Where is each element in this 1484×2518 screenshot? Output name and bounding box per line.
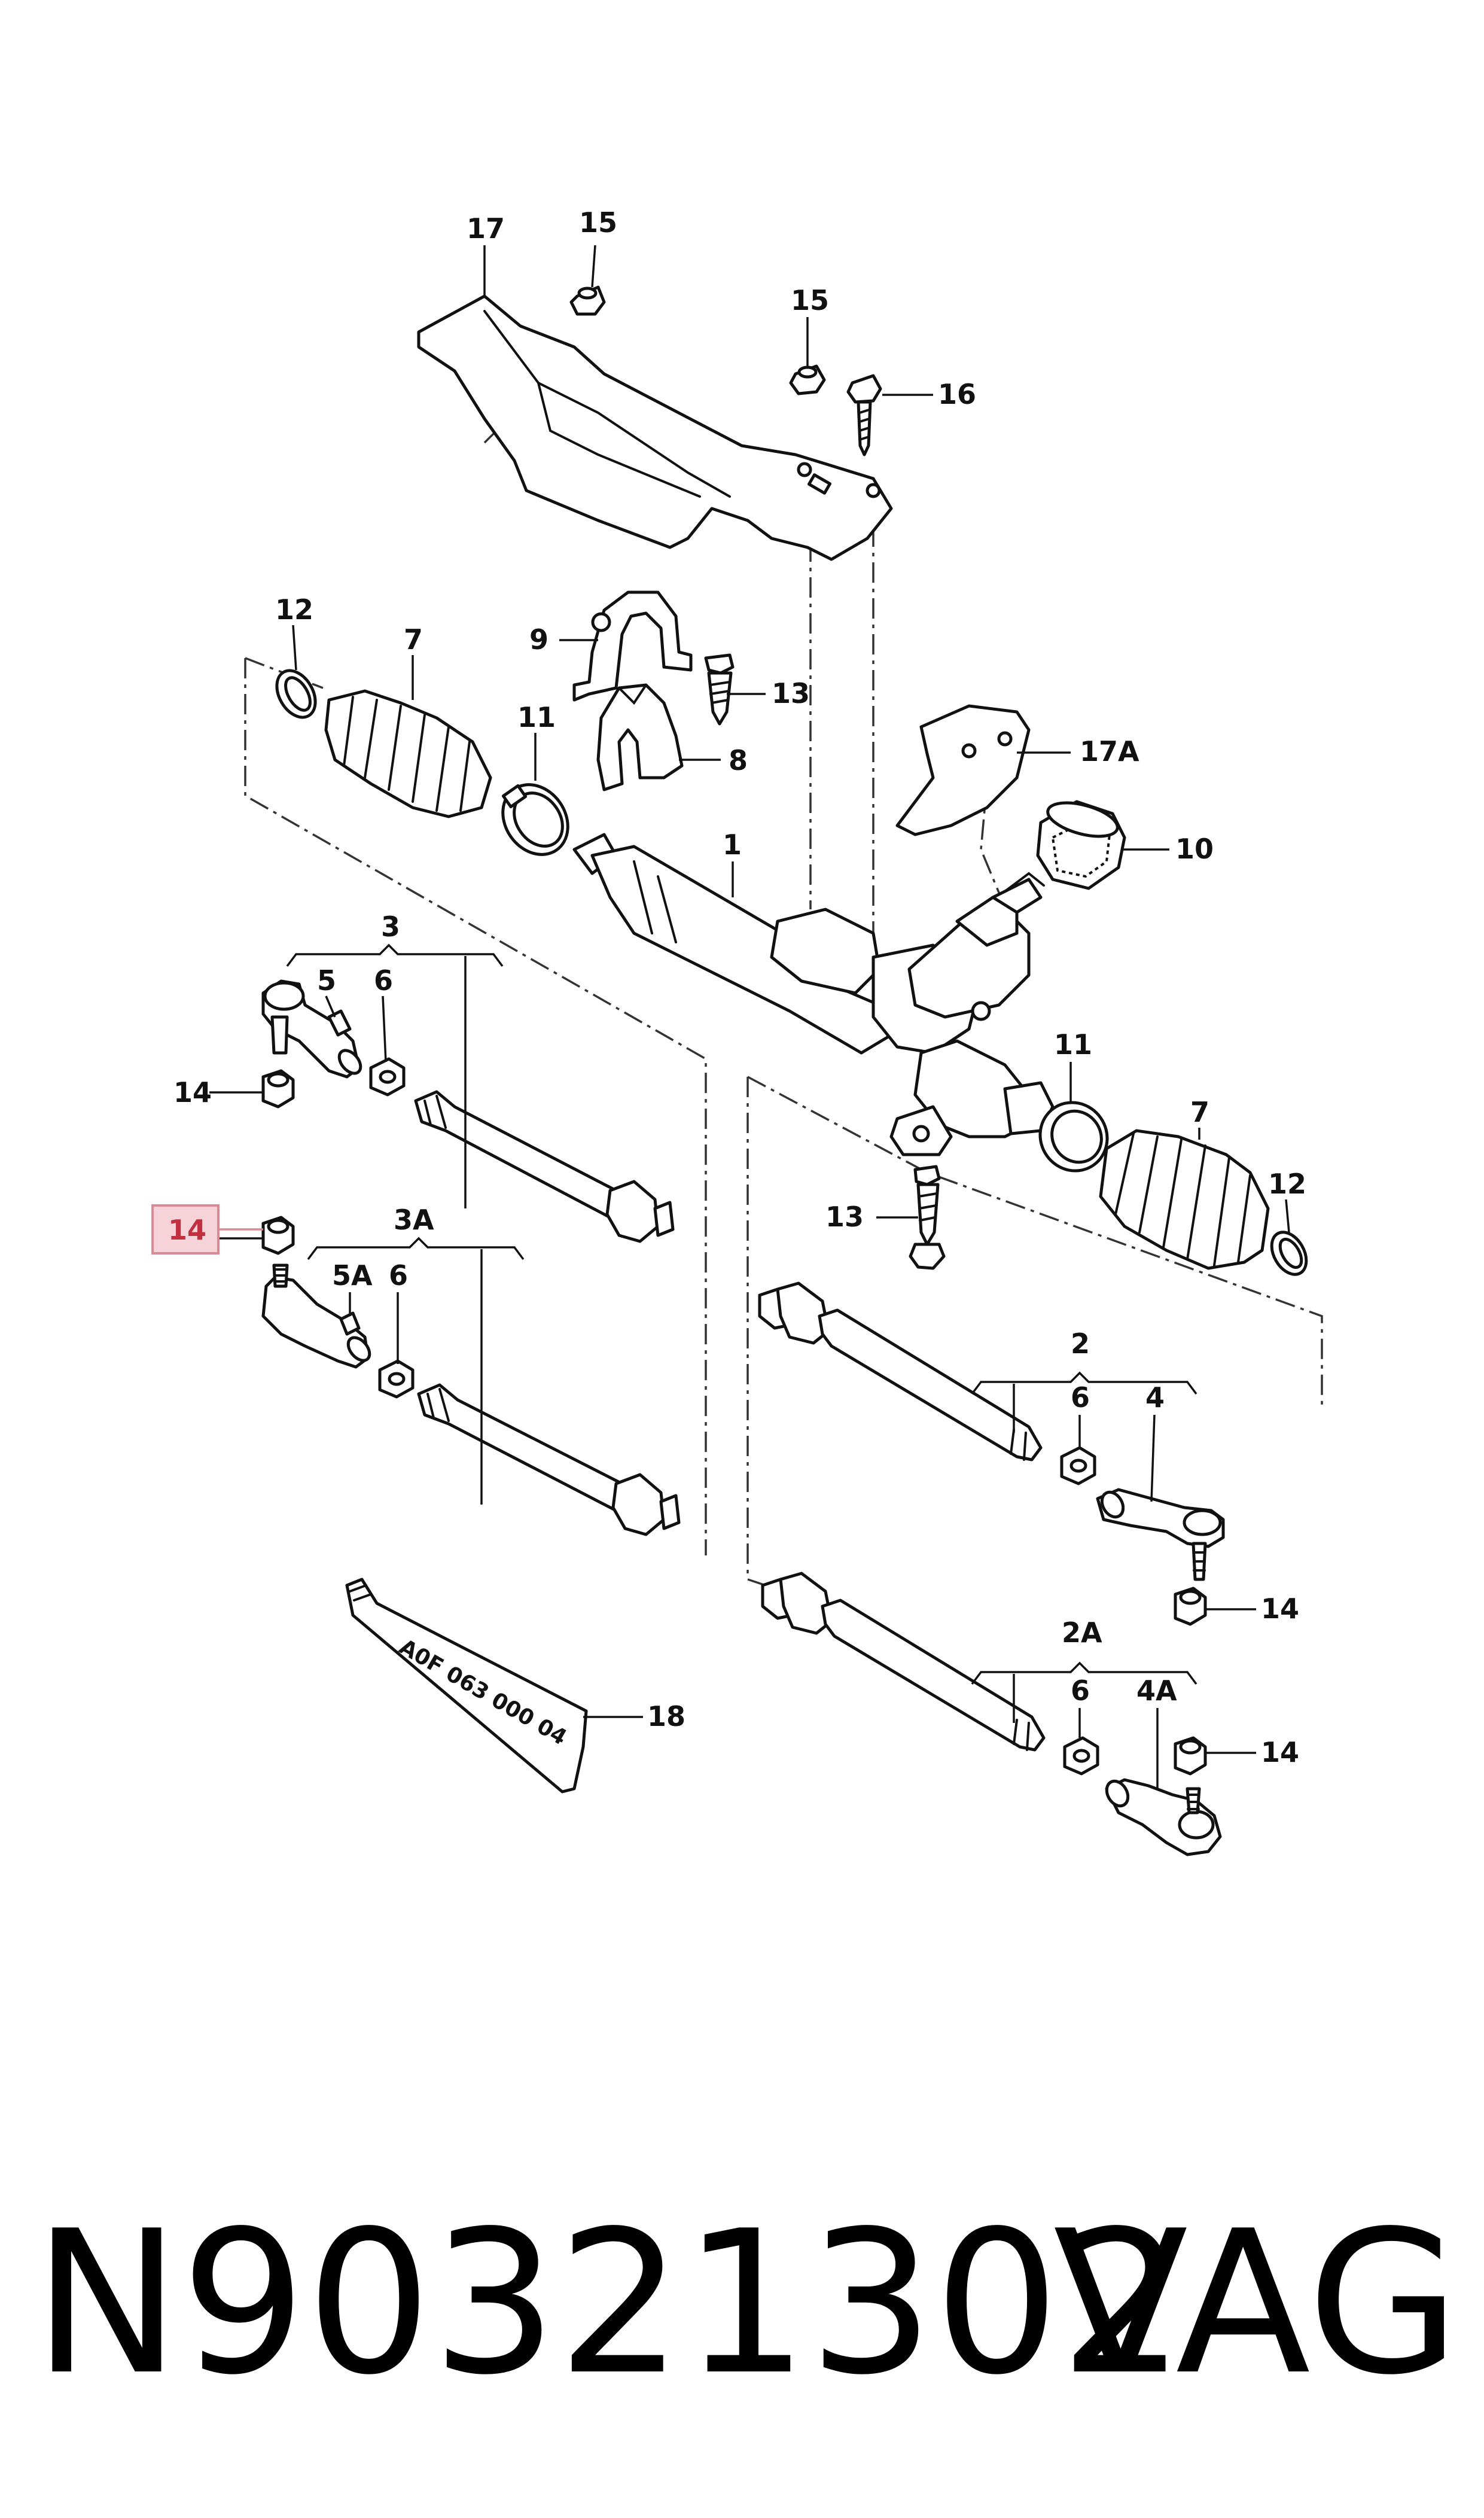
nut-6-group2A	[1063, 1736, 1099, 1776]
hose-clamp-11-right	[1038, 1101, 1109, 1173]
callout-6-group2A: 6	[1071, 1674, 1090, 1707]
tie-rod-end-5A	[261, 1263, 371, 1369]
hose-clamp-11-left	[501, 783, 569, 856]
tie-rod-end-4A	[1105, 1778, 1222, 1856]
bellows-boot-7-left	[324, 689, 492, 818]
bolt-16	[846, 374, 882, 456]
nut-6-group3	[369, 1057, 406, 1097]
inner-tie-rod-2	[758, 1281, 1043, 1462]
mesh-filter-10	[1036, 800, 1126, 890]
group-brackets	[286, 943, 1197, 1723]
callout-7-right: 7	[1190, 1096, 1209, 1128]
callout-4A: 4A	[1136, 1674, 1177, 1707]
callout-17: 17	[467, 212, 505, 245]
callout-6-group3: 6	[374, 964, 393, 997]
callout-18: 18	[647, 1700, 685, 1733]
callout-3: 3	[381, 911, 400, 943]
rubber-bushing-8	[596, 683, 684, 791]
callout-4: 4	[1145, 1381, 1165, 1414]
inner-tie-rod-3A	[417, 1383, 681, 1536]
tie-rod-end-4	[1096, 1488, 1225, 1581]
callout-3A: 3A	[394, 1204, 434, 1236]
nut-6-group2	[1060, 1446, 1096, 1485]
ring-12-left	[275, 669, 317, 719]
callout-17A: 17A	[1080, 735, 1139, 768]
nut-15-right	[789, 364, 826, 395]
callout-16: 16	[938, 378, 976, 410]
callout-6-group3A: 6	[389, 1259, 408, 1292]
callout-labels: 17 15 15 16 12 7 9 13 11 8 17A 10 1 3 5 …	[168, 206, 1306, 1768]
bracket-17A	[895, 704, 1031, 836]
steering-rack-exploded-diagram: A0F 063 000 04	[151, 206, 1323, 1856]
footer-caption: N90321302 VAG	[0, 2178, 1484, 2429]
callout-1: 1	[723, 829, 742, 861]
callout-13-lower: 13	[825, 1201, 864, 1233]
callout-13-upper: 13	[772, 677, 810, 710]
callout-10: 10	[1175, 833, 1214, 865]
nut-14-group2	[1174, 1587, 1207, 1626]
callout-14-group2A: 14	[1261, 1736, 1299, 1768]
callout-14-group2: 14	[1261, 1593, 1299, 1625]
tie-rod-end-5	[261, 979, 362, 1079]
part-number: N90321302	[33, 2188, 1186, 2418]
grease-tube-18: A0F 063 000 04	[345, 1578, 588, 1794]
callout-5: 5	[317, 964, 336, 997]
clamp-bracket-9	[572, 590, 693, 702]
callout-9: 9	[529, 623, 548, 656]
nut-6-group3A	[378, 1359, 415, 1399]
nut-14-group2A	[1174, 1736, 1207, 1776]
callout-12-right: 12	[1268, 1168, 1306, 1200]
callout-2: 2	[1071, 1327, 1090, 1360]
steering-rack-1	[572, 833, 1055, 1156]
brand-name: VAG	[1053, 2188, 1460, 2418]
callout-11-left: 11	[517, 701, 556, 733]
callout-8: 8	[729, 744, 748, 777]
highlighted-callout-box	[151, 1204, 220, 1255]
callout-15-top-right: 15	[791, 284, 829, 316]
nut-14-group3	[261, 1069, 295, 1109]
bellows-boot-7-right	[1099, 1129, 1270, 1270]
inner-tie-rod-3	[414, 1090, 675, 1243]
callout-5A: 5A	[332, 1259, 373, 1292]
nut-14-group3A-highlighted	[261, 1216, 295, 1255]
screw-13-lower	[909, 1165, 946, 1270]
inner-tie-rod-2A	[761, 1572, 1046, 1752]
screw-13-upper	[704, 653, 735, 726]
callout-11-right: 11	[1054, 1028, 1092, 1061]
callout-7-left: 7	[404, 623, 423, 656]
nut-15-left	[569, 285, 606, 316]
callout-14-group3: 14	[173, 1076, 212, 1109]
ring-12-right	[1270, 1231, 1308, 1276]
callout-2A: 2A	[1062, 1616, 1102, 1649]
callout-14-highlighted: 14	[168, 1214, 206, 1246]
callout-12-left: 12	[275, 593, 313, 626]
callout-15-top-left: 15	[579, 206, 617, 239]
heat-shield-17	[417, 294, 893, 561]
callout-6-group2: 6	[1071, 1381, 1090, 1414]
